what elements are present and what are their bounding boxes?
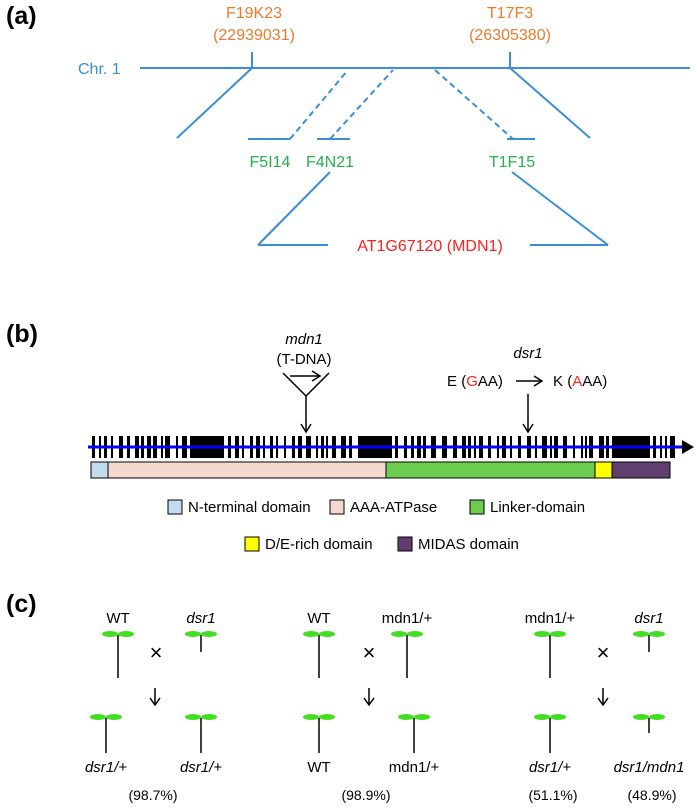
seedling-icon	[90, 714, 122, 753]
domain-legend: N-terminal domain AAA-ATPase Linker-doma…	[167, 499, 585, 553]
domain-bar	[90, 461, 671, 479]
cross-1-percentage: (98.7%)	[128, 787, 177, 803]
seedling-icon	[185, 714, 217, 753]
cross-2-parent2: mdn1/+	[382, 610, 433, 627]
seedling-icon	[391, 631, 423, 678]
seedling-icon	[303, 714, 335, 753]
dsr1-arrow	[522, 394, 534, 434]
cross-1-cross-symbol: ×	[150, 640, 163, 665]
cross-2: WT mdn1/+ × WT mdn1/+ (98.9%)	[303, 610, 439, 803]
bac-f4n21-label: F4N21	[306, 154, 354, 171]
cross-2-progeny2: mdn1/+	[389, 759, 440, 776]
tdna-gene-label: mdn1	[285, 331, 323, 348]
seedling-icon	[534, 631, 566, 678]
mutation-arrow	[516, 375, 544, 387]
domain-aaa-atpase	[107, 461, 387, 479]
cross-2-percentage: (98.9%)	[341, 787, 390, 803]
legend-label-de-rich: D/E-rich domain	[265, 536, 373, 553]
legend-label-aaa: AAA-ATPase	[350, 499, 437, 516]
gene-direction-arrowhead	[682, 440, 694, 454]
zoom-right-line	[509, 67, 591, 139]
cross-3-progeny1: dsr1/+	[529, 759, 571, 776]
gene-zoom-right	[511, 171, 609, 246]
seedling-icon	[633, 631, 665, 652]
marker-left-position: (22939031)	[213, 27, 295, 44]
legend-label-n-terminal: N-terminal domain	[188, 499, 311, 516]
cross-2-parent1: WT	[307, 610, 330, 627]
dashed-f5i14	[289, 69, 349, 140]
cross-3-cross-symbol: ×	[597, 640, 610, 665]
cross-1-parent2: dsr1	[186, 610, 215, 627]
dashed-f4n21	[329, 69, 394, 140]
legend-label-midas: MIDAS domain	[418, 536, 519, 553]
cross-3-parent1: mdn1/+	[525, 610, 576, 627]
legend-swatch-linker	[469, 499, 485, 515]
chromosome-label: Chr. 1	[78, 61, 121, 78]
panel-c-label: (c)	[6, 590, 37, 618]
legend-swatch-n-terminal	[167, 499, 183, 515]
cross-3-parent2: dsr1	[634, 610, 663, 627]
seedling-icon	[185, 631, 217, 652]
tdna-label: (T-DNA)	[277, 351, 332, 368]
cross-3-arrow	[597, 688, 609, 707]
cross-1-progeny2: dsr1/+	[180, 759, 222, 776]
cross-1: WT dsr1 × dsr1/+ dsr1/+ (98.7%)	[85, 610, 222, 803]
marker-left-name: F19K23	[226, 5, 282, 22]
legend-swatch-midas	[397, 536, 413, 552]
marker-right-position: (26305380)	[469, 27, 551, 44]
domain-de-rich	[594, 461, 613, 479]
tdna-arrow-head	[311, 370, 322, 382]
cross-2-progeny1: WT	[307, 759, 330, 776]
cross-2-arrow	[363, 688, 375, 707]
seedling-icon	[633, 714, 665, 733]
mutation-to-aa: K (AAA)	[553, 373, 607, 390]
domain-n-terminal	[90, 461, 109, 479]
domain-midas	[611, 461, 671, 479]
cross-3-percentage-1: (51.1%)	[528, 787, 577, 803]
cross-1-progeny1: dsr1/+	[85, 759, 127, 776]
bac-t1f15-label: T1F15	[489, 154, 535, 171]
domain-linker	[385, 461, 596, 479]
legend-swatch-aaa	[329, 499, 345, 515]
seedling-icon	[303, 631, 335, 678]
gene-label: AT1G67120 (MDN1)	[357, 238, 503, 255]
tdna-down-arrow-head	[300, 423, 312, 434]
tdna-triangle-left	[282, 372, 307, 397]
marker-right-name: T17F3	[487, 5, 533, 22]
panel-a-label: (a)	[6, 2, 37, 30]
cross-3-progeny2: dsr1/mdn1	[614, 759, 685, 776]
seedling-icon	[534, 714, 566, 753]
cross-1-arrow	[149, 688, 161, 707]
dsr1-mutant-label: dsr1	[513, 345, 542, 362]
mutation-from-aa: E (GAA)	[447, 373, 503, 390]
gene-zoom-left	[257, 171, 331, 246]
tdna-insertion-marker	[282, 370, 330, 434]
cross-1-parent1: WT	[106, 610, 129, 627]
zoom-left-line	[176, 67, 253, 139]
tdna-triangle-right	[305, 372, 330, 397]
cross-3-percentage-2: (48.9%)	[627, 787, 676, 803]
bac-f5i14-label: F5I14	[250, 154, 291, 171]
seedling-icon	[102, 631, 134, 678]
legend-swatch-de-rich	[244, 536, 260, 552]
cross-2-cross-symbol: ×	[363, 640, 376, 665]
chromosome-map	[140, 52, 690, 246]
cross-3: mdn1/+ dsr1 × dsr1/+ dsr1/mdn1 (51.1%) (…	[525, 610, 685, 803]
legend-label-linker: Linker-domain	[490, 499, 585, 516]
panel-b-label: (b)	[6, 320, 38, 348]
seedling-icon	[398, 714, 430, 753]
dashed-t1f15	[434, 69, 514, 140]
